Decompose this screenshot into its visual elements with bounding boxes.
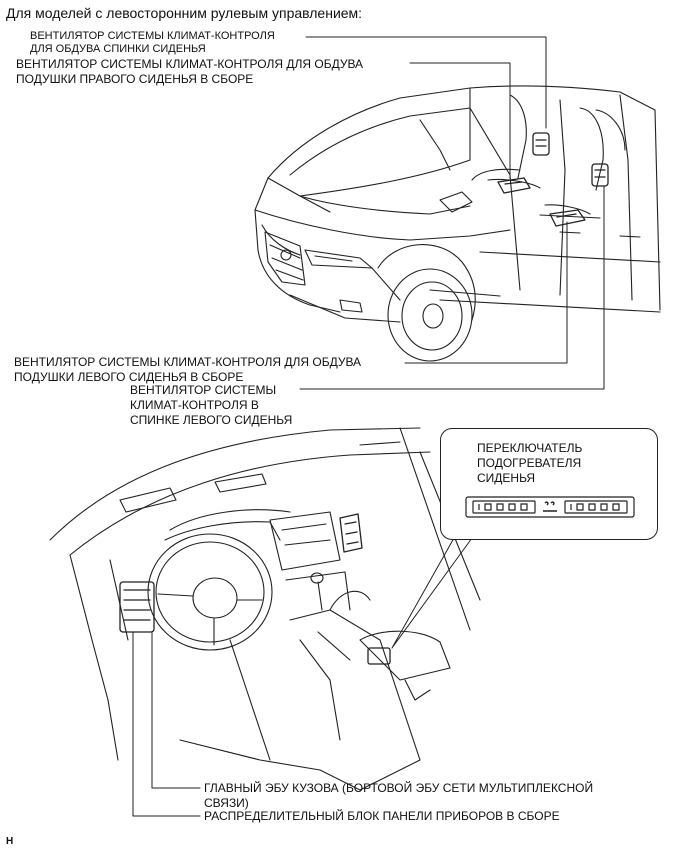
label-main-body-ecu: ГЛАВНЫЙ ЭБУ КУЗОВА (БОРТОВОЙ ЭБУ СЕТИ МУ… <box>204 781 594 810</box>
fan-seatback-left <box>591 163 609 187</box>
label-cushion-fan-left: ВЕНТИЛЯТОР СИСТЕМЫ КЛИМАТ-КОНТРОЛЯ ДЛЯ О… <box>14 355 362 384</box>
label-seatback-fan-right: ВЕНТИЛЯТОР СИСТЕМЫ КЛИМАТ-КОНТРОЛЯ ДЛЯ О… <box>30 30 275 55</box>
heater-switch-callout: ПЕРЕКЛЮЧАТЕЛЬ ПОДОГРЕВАТЕЛЯ СИДЕНЬЯ <box>440 428 658 540</box>
label-junction-block: РАСПРЕДЕЛИТЕЛЬНЫЙ БЛОК ПАНЕЛИ ПРИБОРОВ В… <box>204 809 560 823</box>
fan-cushion-right <box>497 177 531 194</box>
label-seatback-fan-left: ВЕНТИЛЯТОР СИСТЕМЫ КЛИМАТ-КОНТРОЛЯ В СПИ… <box>130 383 293 427</box>
dashboard-illustration <box>49 427 481 791</box>
figure-code: H <box>6 836 14 847</box>
heater-switch-drawing <box>465 496 635 518</box>
fan-cushion-left <box>549 209 586 227</box>
label-cushion-fan-right: ВЕНТИЛЯТОР СИСТЕМЫ КЛИМАТ-КОНТРОЛЯ ДЛЯ О… <box>16 57 364 86</box>
heater-switch-location <box>367 647 391 665</box>
junction-component <box>339 513 363 553</box>
leader-lines-upper <box>299 36 605 390</box>
page-heading: Для моделей с левосторонним рулевым упра… <box>6 5 363 21</box>
leader-lines-lower <box>132 537 473 817</box>
label-heater-switch: ПЕРЕКЛЮЧАТЕЛЬ ПОДОГРЕВАТЕЛЯ СИДЕНЬЯ <box>477 441 583 485</box>
fan-seatback-right <box>532 132 550 156</box>
vehicle-illustration <box>254 85 661 362</box>
main-body-ecu <box>119 581 155 633</box>
